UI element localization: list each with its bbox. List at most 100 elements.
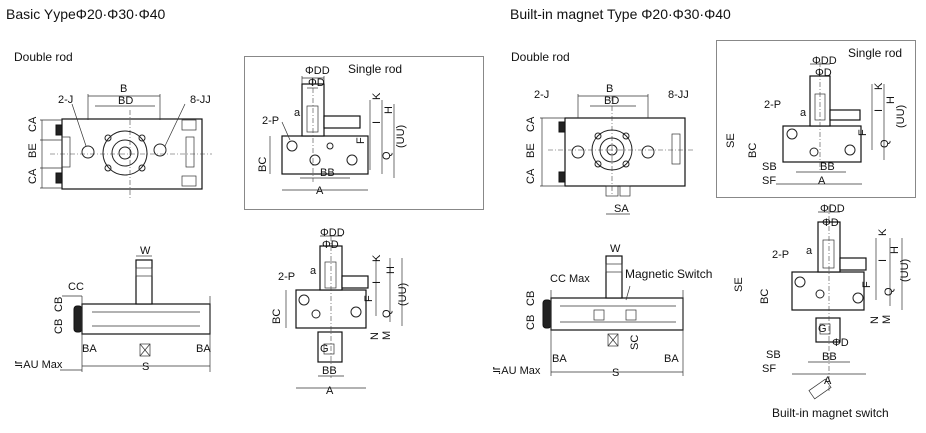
dim-H-r2: H [889, 246, 901, 254]
dim-D-r2: ΦD [822, 217, 839, 229]
dim-a-r: a [800, 107, 807, 119]
dim-A: A [316, 185, 324, 197]
dim-Q-2: Q [381, 309, 393, 318]
dim-2P: 2-P [262, 115, 279, 127]
dim-a: a [294, 107, 301, 119]
right-single-rod-view: ΦDD ΦD 2-P a BB A SB SF K I H (UU) Q F S… [725, 55, 907, 187]
dim-BA-left-r: BA [552, 353, 567, 365]
builtin-magnet-switch-label: Built-in magnet switch [772, 406, 889, 420]
dim-M-r: M [881, 315, 893, 324]
dim-2J-r: 2-J [534, 89, 549, 101]
dim-D: ΦD [308, 77, 325, 89]
dim-SF-r: SF [762, 175, 776, 187]
dim-SC: SC [629, 335, 641, 350]
dim-H: H [383, 106, 395, 114]
dim-UU-r: (UU) [895, 105, 907, 128]
dim-N: N [369, 332, 381, 340]
dim-CC: CC [68, 281, 84, 293]
dim-D-r3: ΦD [832, 337, 849, 349]
dim-BE: BE [27, 143, 39, 158]
left-subtitle: Double rod [14, 50, 73, 64]
dim-DD: ΦDD [305, 65, 330, 77]
dim-UU-r2: (UU) [899, 259, 911, 282]
dim-F-2: F [363, 295, 375, 302]
dim-K-r: K [873, 82, 885, 90]
dim-D-2: ΦD [322, 239, 339, 251]
dim-I-r2: I [877, 259, 889, 262]
dim-CB-bottom: CB [53, 319, 65, 334]
dim-BD: BD [118, 95, 133, 107]
dim-F-r2: F [861, 281, 873, 288]
left-bottom-rod-view: ΦDD ΦD 2-P a G BB A K I H (UU) Q F N M B… [271, 227, 409, 397]
dim-AUMax: ≒AU Max [14, 359, 63, 371]
single-rod-label-left: Single rod [348, 62, 403, 76]
dim-A-r2: A [824, 375, 832, 387]
dim-B-r: B [606, 83, 613, 95]
dim-a-r2: a [806, 245, 813, 257]
dim-CA-bottom: CA [27, 168, 39, 184]
dim-I-2: I [371, 281, 383, 284]
dim-BB-r2: BB [822, 351, 837, 363]
dim-H-r: H [885, 96, 897, 104]
dim-CA-top-r: CA [525, 116, 537, 132]
dim-2P-2: 2-P [278, 271, 295, 283]
dim-W: W [140, 245, 151, 257]
dim-A-2: A [326, 385, 334, 397]
dim-BB-r: BB [820, 161, 835, 173]
dim-F: F [355, 137, 367, 144]
left-front-view: B BD 2-J 8-JJ CA BE CA [27, 83, 212, 198]
dim-BC-r: BC [747, 143, 759, 158]
left-title: Basic YypeΦ20·Φ30·Φ40 [6, 6, 166, 22]
dim-BA-right: BA [196, 343, 211, 355]
dim-A-r: A [818, 175, 826, 187]
dim-8JJ: 8-JJ [190, 94, 211, 106]
dim-BB-2: BB [322, 365, 337, 377]
single-rod-label-right: Single rod [848, 46, 903, 60]
dim-DD-r: ΦDD [812, 55, 837, 67]
single-rod-frame-right [716, 40, 916, 198]
dim-S: S [142, 361, 149, 373]
dim-BC-2: BC [271, 309, 283, 324]
dim-N-r: N [869, 316, 881, 324]
right-title: Built-in magnet Type Φ20·Φ30·Φ40 [510, 6, 731, 22]
dim-G-r: G [818, 323, 827, 335]
dim-SA: SA [614, 203, 629, 215]
left-side-view: W CC CB CB BA BA S ≒AU Max [14, 245, 211, 373]
right-side-view: W CC Max CB CB BA BA S SC ≒AU Max [492, 243, 684, 379]
dim-SE-r: SE [725, 133, 737, 148]
dim-a-2: a [310, 265, 317, 277]
dim-BC: BC [257, 157, 269, 172]
right-front-view: B BD 2-J 8-JJ SA CA BE CA [525, 83, 694, 215]
dim-B: B [120, 83, 127, 95]
dim-BD-r: BD [604, 95, 619, 107]
dim-H-2: H [385, 266, 397, 274]
dim-SB-r2: SB [766, 349, 781, 361]
dim-S-r: S [612, 367, 619, 379]
dim-CB-top: CB [53, 297, 65, 312]
dim-Q-r: Q [879, 139, 891, 148]
dim-UU-2: (UU) [397, 283, 409, 306]
dim-DD-r2: ΦDD [820, 203, 845, 215]
dim-CCMax: CC Max [550, 273, 590, 285]
dim-2J: 2-J [58, 94, 73, 106]
dim-CB-bottom-r: CB [525, 315, 537, 330]
dim-BA-right-r: BA [664, 353, 679, 365]
dim-2P-r2: 2-P [772, 249, 789, 261]
dim-F-r: F [857, 129, 869, 136]
single-rod-frame-left [244, 56, 484, 210]
dim-UU: (UU) [395, 125, 407, 148]
dim-8JJ-r: 8-JJ [668, 89, 689, 101]
dim-K-2: K [371, 254, 383, 262]
dim-Q: Q [381, 151, 393, 160]
dim-SE-r2: SE [733, 277, 745, 292]
dim-SF-r2: SF [762, 363, 776, 375]
dim-I: I [371, 121, 383, 124]
dim-BB: BB [320, 167, 335, 179]
dim-W-r: W [610, 243, 621, 255]
dim-CB-top-r: CB [525, 291, 537, 306]
left-single-rod-view: ΦDD ΦD 2-P a BB A K I H (UU) Q F BC [257, 65, 407, 197]
dim-DD-2: ΦDD [320, 227, 345, 239]
dim-M: M [381, 331, 393, 340]
dim-BA-left: BA [82, 343, 97, 355]
